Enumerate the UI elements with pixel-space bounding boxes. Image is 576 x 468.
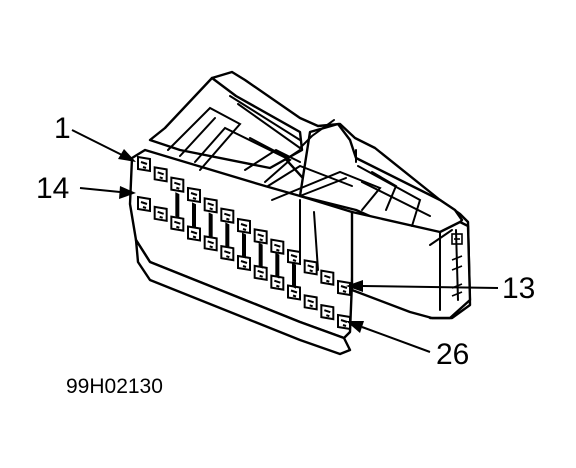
latch-bar	[275, 252, 280, 279]
cavity-bottom-1	[137, 195, 151, 213]
cavity-bottom-9	[270, 274, 285, 291]
leader-pin-26	[361, 326, 431, 353]
cavity-top-2	[153, 166, 168, 183]
leader-pin-13	[361, 285, 499, 289]
callout-pin-14: 14	[36, 172, 136, 205]
cavity-top-5	[203, 197, 218, 214]
latch-bar	[242, 232, 246, 259]
cavity-bottom-7	[237, 254, 251, 272]
arrowhead-pin-1	[118, 149, 136, 162]
cavity-top-10	[287, 248, 301, 266]
leader-pin-1	[71, 129, 125, 157]
cavity-bottom-6	[220, 244, 235, 262]
cavity-bottom-12	[320, 303, 335, 321]
cavity-bottom-11	[303, 294, 318, 311]
cavity-top-12	[320, 269, 335, 286]
cavity-bottom-8	[253, 264, 268, 282]
figure-id: 99H02130	[66, 375, 163, 398]
cavity-top-13	[337, 279, 351, 297]
cavity-bottom-3	[170, 215, 185, 232]
cavity-top-6	[220, 207, 235, 224]
arrowhead-pin-13	[346, 280, 363, 292]
cavity-grid	[137, 155, 351, 331]
cavity-bottom-4	[187, 225, 201, 242]
latch-bar	[192, 202, 196, 229]
latch-bar	[175, 192, 180, 219]
callout-pin-26: 26	[346, 321, 469, 371]
cavity-top-3	[170, 176, 185, 193]
latch-bar	[208, 212, 213, 239]
cavity-bottom-5	[203, 235, 218, 252]
cavity-top-4	[187, 186, 201, 204]
cavity-top-11	[303, 259, 318, 276]
arrowhead-pin-14	[119, 186, 136, 199]
arrowhead-pin-26	[346, 321, 364, 333]
latch-bar	[225, 222, 230, 249]
latch-bar	[292, 262, 296, 289]
pin-label-1: 1	[54, 112, 71, 145]
pin-label-13: 13	[502, 272, 535, 305]
cavity-top-1	[137, 155, 151, 173]
leader-pin-14	[79, 187, 121, 193]
cavity-bottom-2	[153, 205, 168, 223]
cavity-bottom-13	[337, 313, 351, 331]
latch-bar	[258, 242, 263, 269]
callout-pin-1: 1	[54, 112, 136, 162]
cavity-top-7	[237, 217, 251, 235]
callout-pin-13: 13	[346, 272, 535, 305]
cavity-top-8	[253, 228, 268, 245]
pin-label-14: 14	[36, 172, 69, 205]
housing-ribs	[167, 95, 459, 311]
pin-label-26: 26	[436, 338, 469, 371]
cavity-top-9	[270, 238, 285, 255]
